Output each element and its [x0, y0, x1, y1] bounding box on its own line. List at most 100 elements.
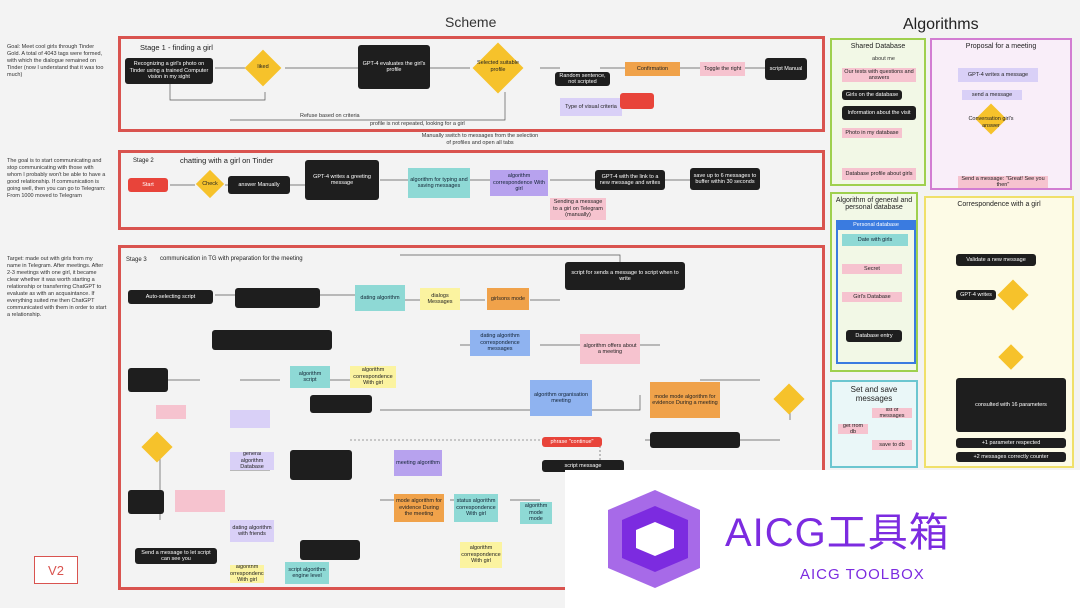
stage3-pink-small: [156, 405, 186, 419]
general-db-title: Algorithm of general and personal databa…: [835, 197, 913, 211]
algorithm-script-node: algorithm script: [290, 366, 330, 388]
general-db-item-0: Date with girls: [842, 234, 908, 246]
stage3-note: Target: made out with girls from my name…: [7, 256, 107, 318]
correspondence-algorithm-node: algorithm correspondence With girl: [490, 170, 548, 196]
stage3-black-mid-3: [300, 540, 360, 560]
gpt-greeting-node: GPT-4 writes a greeting message: [305, 160, 379, 200]
stage3-black-left-3: [128, 368, 168, 392]
mode-algorithm-node: mode mode algorithm for evidence During …: [650, 382, 720, 418]
dating-algorithm-2-node: dating algorithm correspondence messages: [470, 330, 530, 356]
stage3-frame: [118, 245, 825, 590]
recognize-photo-node: Recognizing a girl's photo on Tinder usi…: [125, 58, 213, 84]
manual-switch-label: Manually switch to messages from the sel…: [421, 133, 539, 146]
general-algorithm-node: general algorithm Database: [230, 452, 274, 470]
set-save-panel: Set and save messages list of messages g…: [830, 380, 918, 468]
algorithm-meeting-node: algorithm organisation meeting: [530, 380, 592, 416]
watermark-sub: AICG TOOLBOX: [800, 566, 925, 583]
stage1-frame: [118, 36, 825, 132]
telegram-send-node: Sending a message to a girl on Telegram …: [550, 198, 606, 220]
algorithm-offers-node: algorithm offers about a meeting: [580, 334, 640, 364]
general-db-panel: Algorithm of general and personal databa…: [830, 192, 918, 372]
correspondence-item-0: Validate a new message: [956, 254, 1036, 266]
stage3-black-right-1: [650, 432, 740, 448]
aicg-logo-icon: [608, 490, 700, 588]
proposal-item-3: Send a message: "Great! See you then": [958, 176, 1048, 188]
dialogs-messages-node: dialogs Messages: [420, 288, 460, 310]
liked-diamond-label: liked: [257, 64, 269, 70]
proposal-item-2: Conversation girl's answer: [968, 116, 1014, 129]
algo-corr-3-node: algorithm correspondence With girl: [460, 542, 502, 568]
stage3-black-left-1: [212, 330, 332, 350]
goal-note: Goal: Meet cool girls through Tinder Gol…: [7, 44, 104, 78]
stage1-red-node: [620, 93, 654, 109]
refuse-label: Refuse based on criteria: [300, 113, 360, 119]
girl-mode-node: girlsons mode: [487, 288, 529, 310]
check-diamond-label: Check: [202, 181, 218, 187]
answer-manually-node: answer Manually: [228, 176, 290, 194]
shared-db-item-1: Girls on the database: [842, 90, 902, 100]
stage3-black-mid-2: [290, 450, 352, 480]
shared-database-subtitle: about me: [872, 56, 895, 62]
save-buffer-node: save up to 6 messages to buffer within 3…: [690, 168, 760, 190]
stage2-label: chatting with a girl on Tinder: [180, 156, 274, 165]
stage2-label-prefix: Stage 2: [133, 158, 154, 164]
stage3-pink-small-2: [175, 490, 225, 512]
typing-algorithm-node: algorithm for typing and saving messages: [408, 168, 470, 198]
proposal-item-1: send a message: [962, 90, 1022, 100]
shared-db-item-2: Information about the visit: [842, 106, 916, 120]
correspondence-title: Correspondence with a girl: [957, 201, 1041, 208]
correspondence-item-2: consulted with 16 parameters: [956, 378, 1066, 432]
gpt-evaluate-node: GPT-4 evaluates the girl's profile: [358, 45, 430, 89]
stage3-label: communication in TG with preparation for…: [160, 256, 303, 262]
set-save-title: Set and save messages: [850, 385, 898, 403]
random-question-node: Random sentence, not scripted: [555, 72, 610, 86]
stage1-lavender-node: Type of visual criteria: [560, 98, 622, 116]
stage1-label: Stage 1 - finding a girl: [140, 43, 213, 52]
proposal-title: Proposal for a meeting: [965, 43, 1037, 50]
scheme-title: Scheme: [445, 14, 497, 30]
repeat-label: profile is not repeated, looking for a g…: [370, 121, 465, 127]
algorithm-mode-node: algorithm mode mode: [520, 502, 552, 524]
send-message-node: Send a message to let script can see you: [135, 548, 217, 564]
proposal-panel: Proposal for a meeting GPT-4 writes a me…: [930, 38, 1072, 190]
algo-bottom-node: algorithm correspondence With girl: [230, 565, 264, 583]
shared-db-item-3: Photo in my database: [842, 128, 902, 138]
shared-db-item-4: Database profile about girls: [842, 168, 916, 180]
correspondence-item-4: +2 messages correctly counter: [956, 452, 1066, 462]
proposal-item-0: GPT-4 writes a message: [958, 68, 1038, 82]
gpt-link-node: GPT-4 with the link to a new message and…: [595, 170, 665, 190]
correspondence-diamond-2: [998, 344, 1024, 370]
shared-database-title: Shared Database: [850, 43, 906, 50]
set-save-item-0: list of messages: [872, 408, 912, 418]
correspondence-item-1: GPT-4 writes: [956, 290, 996, 300]
status-algorithm-node: status algorithm correspondence With gir…: [454, 494, 498, 522]
general-db-item-3: Database entry: [846, 330, 902, 342]
stage3-black-left-4: [128, 490, 164, 514]
lavender-small-node: [230, 410, 270, 428]
stage3-black-mid: [310, 395, 372, 413]
start-node: Start: [128, 178, 168, 192]
set-save-item-2: save to db: [872, 440, 912, 450]
auto-select-script-node: Auto-selecting script: [128, 290, 213, 304]
general-db-header: Personal database: [836, 220, 916, 230]
set-save-item-1: get from db: [838, 424, 868, 434]
toggle-node: Toggle the right: [700, 62, 745, 76]
meeting-algorithm-node: meeting algorithm: [394, 450, 442, 476]
shared-db-item-0: Our tests with questions and answers: [842, 68, 916, 82]
watermark-brand: AICG工具箱: [725, 511, 950, 555]
mode-algorithm-2-node: mode algorithm for evidence During the m…: [394, 494, 444, 522]
version-badge: V2: [34, 556, 78, 584]
stage3-label-prefix: Stage 3: [126, 257, 147, 263]
correspondence-panel: Correspondence with a girl Validate a ne…: [924, 196, 1074, 468]
general-db-item-2: Girl's Database: [842, 292, 902, 302]
correspondence-item-3: +1 parameter respected: [956, 438, 1066, 448]
script-algorithm-node: script algorithm engine level: [285, 562, 329, 584]
dating-algorithm-node: dating algorithm: [355, 285, 405, 311]
correspondence-diamond: [997, 279, 1029, 311]
script-sends-node: script for sends a message to script whe…: [565, 262, 685, 290]
phrase-continue-node: phrase "continue": [542, 437, 602, 447]
general-db-item-1: Secret: [842, 264, 902, 274]
algo-corr-node: algorithm correspondence With girl: [350, 366, 396, 388]
stage3-black-left-2: [235, 288, 320, 308]
shared-database-panel: Shared Database about me Our tests with …: [830, 38, 926, 186]
